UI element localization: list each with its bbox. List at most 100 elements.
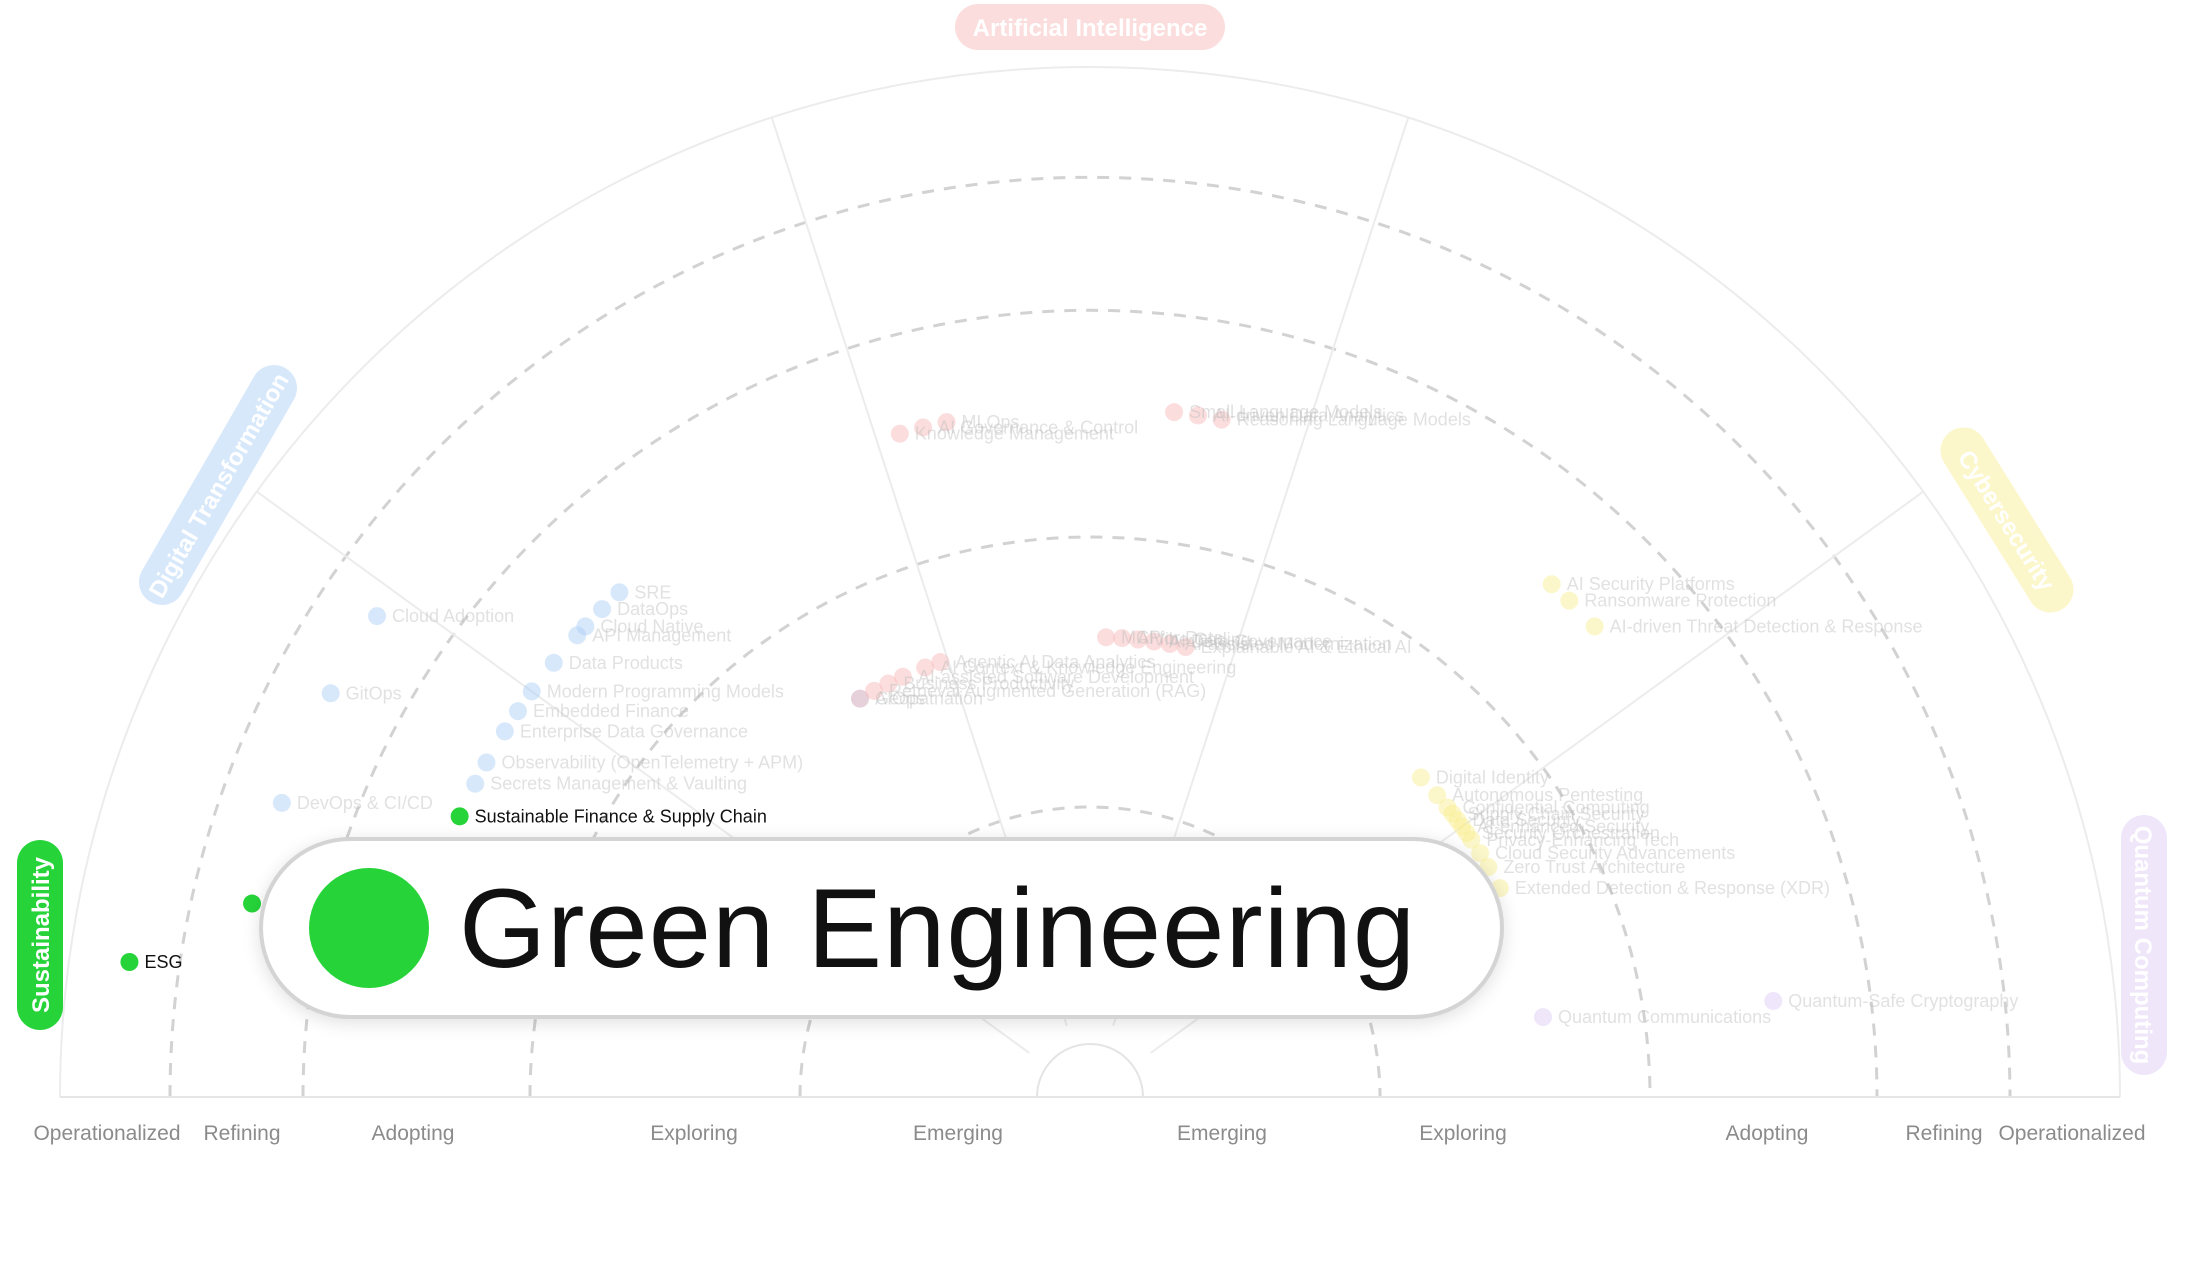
category-pill[interactable]: Digital Transformation [131,357,306,614]
item-dot [593,600,612,619]
radar-item[interactable]: Cloud Native [576,616,703,636]
item-dot [1160,634,1179,653]
item-dot [1542,575,1561,594]
item-label: Ransomware Protection [1584,591,1776,611]
radar-item[interactable]: AI-assisted Modernization [1160,634,1392,654]
item-dot [1145,632,1164,651]
ring-label: Exploring [1419,1122,1507,1145]
item-label: AI-driven Threat Detection & Response [1610,616,1923,636]
outer-ring [59,66,2121,1098]
radar-item[interactable]: Security Orchestration [1457,823,1660,843]
radar-item[interactable]: Cloud Security Advancements [1471,843,1735,863]
radar-item[interactable]: SRE [610,582,671,602]
category-pill[interactable]: Quantum Computing [2121,815,2167,1075]
radar-item[interactable]: Small Language Models [1165,402,1382,422]
radar-item[interactable]: GitOps [321,683,402,703]
ring-labels: Operationalized Refining Adopting Exploring… [33,1122,2145,1145]
radar-item[interactable]: AI Governance & Control [914,417,1138,437]
radar-item[interactable]: Data Products [544,653,683,673]
radar-item[interactable]: Data Security [1448,810,1580,830]
category-pill[interactable]: Sustainability [17,840,63,1030]
ring-center [1036,1043,1144,1098]
category-pill[interactable]: Cybersecurity [1932,419,2082,621]
item-label: Geopatriation [875,689,983,709]
radar-item[interactable]: Observability (OpenTelemetry + APM) [477,752,804,772]
ring-label: Refining [203,1122,280,1145]
radar-item[interactable]: Quantum Communications [1534,1007,1771,1027]
radar-item[interactable]: Retrieval Augmented Generation (RAG) [865,681,1206,701]
radar-item[interactable]: Confidential Computing [1438,798,1650,818]
radar-item[interactable]: Vibe Coding [1129,630,1251,650]
radar-item[interactable]: Geopatriation [851,689,983,709]
item-dot [1764,991,1783,1010]
item-label: AI-driven Data Analytics [1213,405,1404,425]
radar-item[interactable]: MLOps [937,412,1020,432]
radar-item[interactable]: Secrets Management & Vaulting [466,774,747,794]
item-dot [1176,638,1195,657]
item-label: Retrieval Augmented Generation (RAG) [889,681,1206,701]
radar-item[interactable]: AIOps [851,689,925,709]
radar-item[interactable]: Autonomous Pentesting [1428,785,1643,805]
radar-item[interactable]: Agentic AI Data Analytics [931,652,1155,672]
highlight-tooltip: Green Engineering [259,837,1504,1019]
radar-item[interactable]: Supply Chain Security [1443,804,1645,824]
item-dot [937,413,956,432]
radar-item[interactable]: AI Security Platforms [1542,574,1735,594]
radar-item[interactable]: DevOps & CI/CD [272,793,433,813]
item-dot [893,667,912,686]
radar-item[interactable]: Business Productivity [879,674,1074,694]
radar-item[interactable]: Modern Programming Models [522,681,784,701]
radar-item[interactable]: Ransomware Protection [1560,591,1776,611]
radar-item[interactable]: DataOps [593,599,688,619]
radar-item[interactable]: Embedded Finance [508,701,689,721]
radar-item[interactable]: Knowledge Management [890,424,1114,444]
item-label: AI Data Governance [1169,631,1332,651]
radar-item[interactable]: AI-enhanced Security [1453,817,1649,837]
item-label: Cloud Adoption [392,606,514,626]
radar-item[interactable]: MCP [1097,627,1161,647]
item-dot [1585,617,1604,636]
radar-item[interactable]: AI-driven Threat Detection & Response [1585,616,1923,636]
radar-item[interactable]: AI Context & Knowledge Engineering [916,658,1236,678]
radar-item[interactable]: Privacy-Enhancing Tech [1462,830,1679,850]
item-label: AI-assisted Software Development [918,667,1194,687]
item-label: GitOps [346,683,402,703]
item-label: Embedded Finance [533,701,689,721]
radar-item[interactable]: Reasoning Language Models [1212,410,1471,430]
ring-label: Adopting [372,1122,455,1145]
radar-item[interactable]: Enterprise Data Governance [495,721,748,741]
radar-item[interactable]: Quantum-Safe Cryptography [1764,991,2018,1011]
item-label: SRE [634,582,671,602]
radar-item[interactable]: ESG [120,952,182,972]
item-label: Extended Detection & Response (XDR) [1515,878,1830,898]
ring-boundary-refining [168,175,2012,1098]
item-label: DevOps & CI/CD [297,793,433,813]
radar-item[interactable]: AI for Data [1113,628,1224,648]
item-label: ESG [144,952,182,972]
item-label: AI Security Platforms [1567,574,1735,594]
item-label: Quantum-Safe Cryptography [1788,991,2018,1011]
radar-item[interactable]: AI Data Governance [1145,631,1332,651]
item-dot [879,674,898,693]
category-pill[interactable]: Artificial Intelligence [955,4,1225,50]
item-label: AI-enhanced Security [1477,817,1649,837]
category-pill-label: Cybersecurity [1952,446,2060,597]
radar-item[interactable]: Zero Trust Architecture [1479,857,1685,877]
radar-item[interactable]: AI-driven Data Analytics [1188,405,1404,425]
item-label: Sustainable Finance & Supply Chain [475,806,767,826]
ring-boundary-adopting [301,308,1879,1098]
item-label: Digital Identity [1436,767,1549,787]
item-dot [477,753,496,772]
radar-item[interactable]: Sustainable Finance & Supply Chain [450,806,767,826]
ring-label: Operationalized [33,1122,180,1145]
radar-item[interactable]: Extended Detection & Response (XDR) [1490,878,1830,898]
item-dot [1457,824,1476,843]
radar-item[interactable]: AI-assisted Software Development [893,667,1194,687]
radar-item[interactable]: Explainable AI & Ethical AI [1176,637,1412,657]
item-dot [610,583,629,602]
item-dot [914,418,933,437]
item-dot [1212,410,1231,429]
radar-item[interactable]: API Management [568,625,731,645]
radar-item[interactable]: Cloud Adoption [368,606,514,626]
radar-item[interactable]: Digital Identity [1411,767,1549,787]
